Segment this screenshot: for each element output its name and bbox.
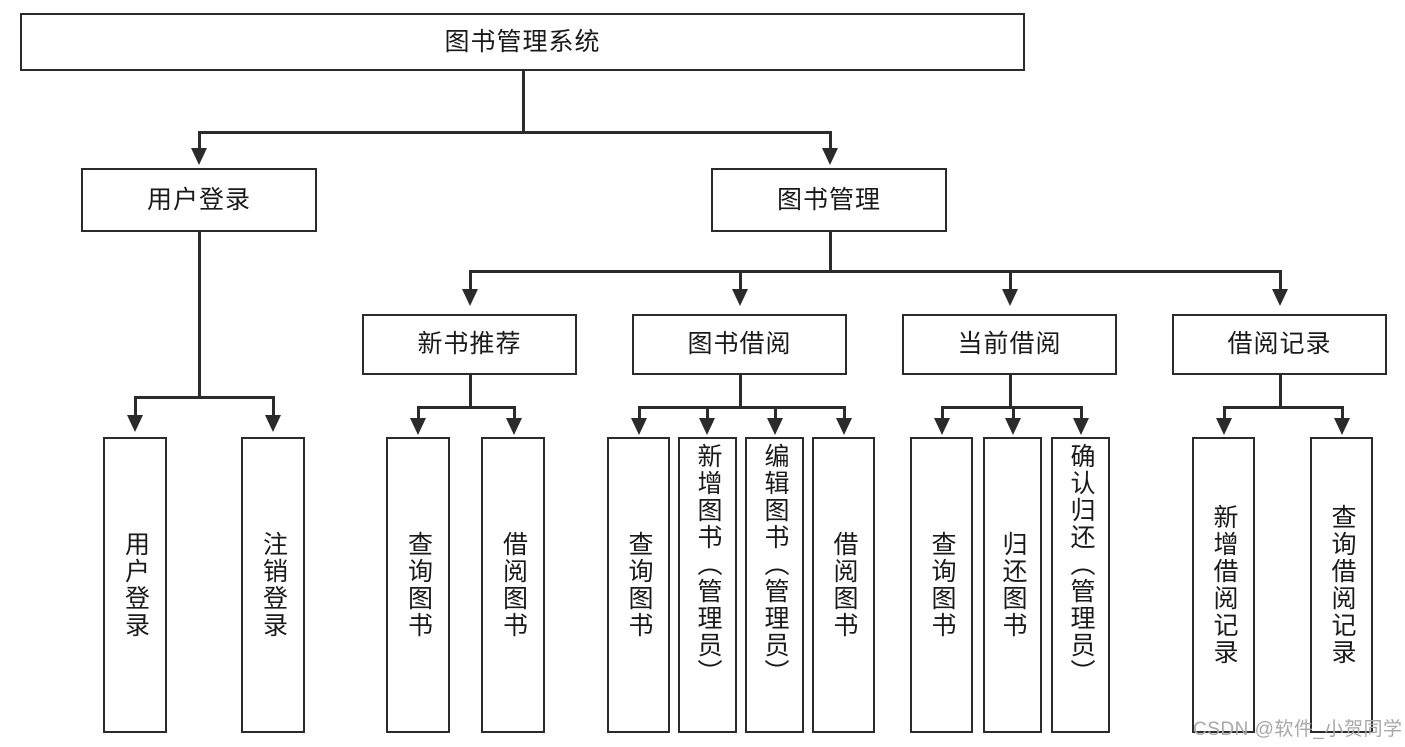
node-leaf-leaf-query-book-bor[interactable]: 查询图书 [607, 437, 670, 733]
node-label: 图书借阅 [687, 330, 792, 358]
node-label: 用户登录 [146, 185, 251, 214]
connector-segment [739, 375, 742, 407]
connector-segment [198, 131, 201, 153]
node-label: 借阅图书 [499, 531, 528, 639]
connector-segment [843, 406, 846, 420]
connector-segment [1223, 406, 1226, 420]
connector-segment [638, 406, 844, 409]
arrowhead-icon [1272, 289, 1288, 306]
node-leaf-leaf-query-borrow-record[interactable]: 查询借阅记录 [1310, 437, 1373, 733]
node-label: 新增图书（管理员） [694, 443, 722, 686]
connector-segment [417, 406, 420, 420]
node-leaf-leaf-add-borrow-record[interactable]: 新增借阅记录 [1192, 437, 1255, 733]
arrowhead-icon [934, 418, 950, 435]
connector-segment [941, 406, 1080, 409]
connector-segment [706, 406, 709, 420]
connector-segment [1223, 406, 1341, 409]
connector-segment [941, 406, 944, 420]
connector-segment [1009, 270, 1012, 292]
node-leaf-leaf-user-logout[interactable]: 注销登录 [241, 437, 305, 733]
arrowhead-icon [191, 148, 207, 165]
connector-segment [469, 270, 472, 292]
node-label: 查询图书 [404, 531, 433, 639]
node-label: 查询借阅记录 [1328, 504, 1356, 666]
connector-segment [1341, 406, 1344, 420]
node-label: 图书管理系统 [444, 27, 601, 56]
node-label: 借阅图书 [830, 531, 858, 639]
connector-segment [1279, 270, 1282, 292]
node-leaf-leaf-return-book[interactable]: 归还图书 [983, 437, 1042, 733]
node-level3-current-borrow[interactable]: 当前借阅 [902, 314, 1117, 375]
connector-segment [638, 406, 641, 420]
node-leaf-leaf-user-login[interactable]: 用户登录 [103, 437, 167, 733]
node-label: 注销登录 [259, 531, 288, 639]
connector-segment [198, 131, 830, 134]
connector-segment [469, 375, 472, 407]
connector-segment [1080, 406, 1083, 420]
connector-segment [272, 396, 275, 418]
node-label: 新书推荐 [417, 330, 522, 358]
arrowhead-icon [631, 418, 647, 435]
node-label: 新增借阅记录 [1210, 504, 1238, 666]
connector-segment [134, 396, 137, 418]
arrowhead-icon [265, 415, 281, 432]
connector-segment [774, 406, 777, 420]
arrowhead-icon [822, 148, 838, 165]
arrowhead-icon [462, 289, 478, 306]
node-label: 确认归还（管理员） [1067, 443, 1095, 686]
arrowhead-icon [1002, 289, 1018, 306]
arrowhead-icon [699, 418, 715, 435]
arrowhead-icon [410, 418, 426, 435]
node-label: 借阅记录 [1227, 330, 1332, 358]
node-label: 归还图书 [999, 531, 1027, 639]
node-level3-new-book-recommend[interactable]: 新书推荐 [362, 314, 577, 375]
connector-segment [1009, 375, 1012, 407]
node-level2-user-login[interactable]: 用户登录 [81, 168, 317, 232]
node-label: 编辑图书（管理员） [761, 443, 789, 686]
arrowhead-icon [506, 418, 522, 435]
connector-segment [1279, 375, 1282, 407]
node-label: 当前借阅 [957, 330, 1062, 358]
connector-segment [513, 406, 516, 420]
arrowhead-icon [127, 415, 143, 432]
node-leaf-leaf-borrow-book-rec[interactable]: 借阅图书 [481, 437, 545, 733]
node-leaf-leaf-confirm-return-admin[interactable]: 确认归还（管理员） [1051, 437, 1110, 733]
connector-segment [417, 406, 513, 409]
node-root-root[interactable]: 图书管理系统 [20, 13, 1025, 71]
connector-segment [469, 270, 1280, 273]
arrowhead-icon [732, 289, 748, 306]
connector-segment [829, 131, 832, 153]
node-leaf-leaf-query-book-rec[interactable]: 查询图书 [386, 437, 450, 733]
watermark: CSDN @软件_小贺同学 [1193, 719, 1403, 740]
connector-segment [522, 71, 525, 133]
node-leaf-leaf-edit-book-admin[interactable]: 编辑图书（管理员） [745, 437, 804, 733]
node-level2-book-management[interactable]: 图书管理 [711, 168, 947, 232]
node-level3-book-borrow[interactable]: 图书借阅 [632, 314, 847, 375]
connector-segment [829, 232, 832, 271]
node-label: 查询图书 [625, 531, 653, 639]
connector-segment [1012, 406, 1015, 420]
connector-segment [739, 270, 742, 292]
arrowhead-icon [1073, 418, 1089, 435]
node-leaf-leaf-borrow-book-bor[interactable]: 借阅图书 [812, 437, 875, 733]
node-leaf-leaf-query-book-cur[interactable]: 查询图书 [910, 437, 973, 733]
connector-segment [198, 232, 201, 398]
node-leaf-leaf-add-book-admin[interactable]: 新增图书（管理员） [678, 437, 737, 733]
arrowhead-icon [1005, 418, 1021, 435]
arrowhead-icon [767, 418, 783, 435]
arrowhead-icon [836, 418, 852, 435]
arrowhead-icon [1216, 418, 1232, 435]
node-label: 查询图书 [928, 531, 956, 639]
node-label: 用户登录 [121, 531, 150, 639]
node-label: 图书管理 [776, 185, 881, 214]
connector-segment [134, 396, 272, 399]
arrowhead-icon [1334, 418, 1350, 435]
node-level3-borrow-records[interactable]: 借阅记录 [1172, 314, 1387, 375]
